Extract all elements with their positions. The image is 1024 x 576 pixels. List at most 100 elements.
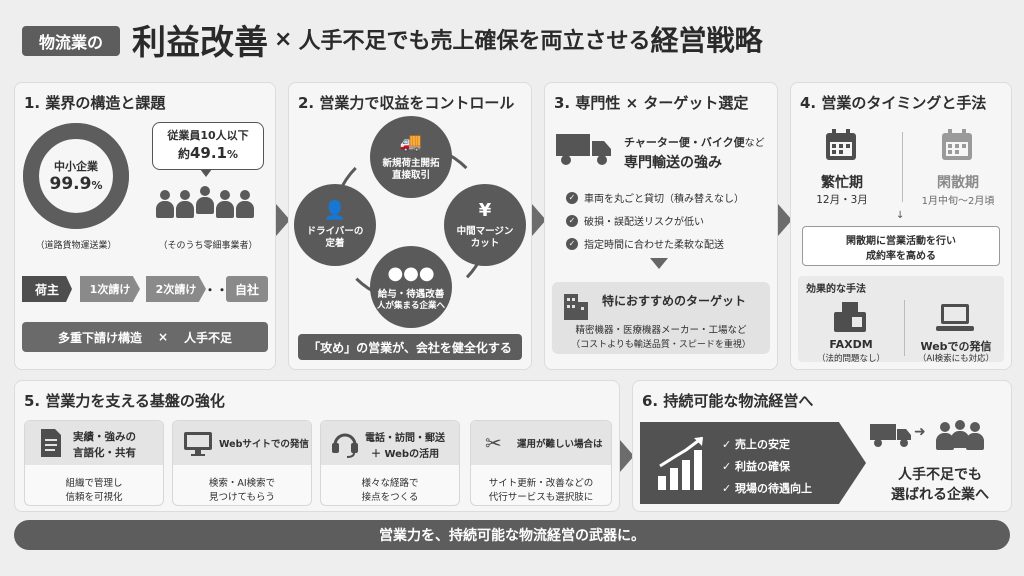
card2-body-line1: 検索・AI検索で bbox=[208, 478, 276, 489]
chain-item-5: 自社 bbox=[226, 276, 268, 302]
lead-line1-b: など bbox=[744, 138, 765, 149]
bubble-unit: % bbox=[227, 148, 239, 161]
section1-bottom-bar: 多重下請け構造 × 人手不足 bbox=[22, 322, 268, 352]
methods-box bbox=[798, 276, 1004, 362]
section1-title: 1. 業界の構造と課題 bbox=[24, 94, 166, 112]
footer-text: 営業力を、持続可能な物流経営の武器に。 bbox=[379, 528, 645, 544]
node-bottom-line1: 給与・待遇改善 bbox=[377, 288, 445, 300]
donut-unit: % bbox=[91, 179, 103, 192]
busy-months: 12月・3月 bbox=[816, 194, 868, 206]
calendar-icon bbox=[942, 129, 972, 160]
target-line1: 精密機器・医療機器メーカー・工場など bbox=[575, 325, 747, 336]
chain-label-5: 自社 bbox=[234, 282, 259, 297]
check-icon: ✓ bbox=[722, 460, 736, 473]
card3-head-line1: 電話・訪問・郵送 bbox=[365, 433, 445, 444]
arrow-3-4 bbox=[778, 204, 792, 236]
foundation-card-2: Webサイトでの発信 検索・AI検索で 見つけてもらう bbox=[172, 420, 312, 506]
target-line2: （コストよりも輸送品質・スピードを重視） bbox=[571, 340, 751, 350]
driver-icon: 👤 bbox=[323, 200, 347, 222]
s6-check-3: ✓ 現場の待遇向上 bbox=[722, 480, 812, 496]
truck-icon bbox=[556, 134, 611, 165]
idle-note-box: 閑散期に営業活動を行い 成約率を高める bbox=[802, 226, 1000, 266]
card3-body-line1: 様々な経路で bbox=[361, 478, 419, 489]
lead-line1-a: チャーター便・バイク便 bbox=[624, 136, 745, 149]
monitor-icon bbox=[184, 432, 212, 456]
idle-label: 閑散期 bbox=[937, 175, 979, 191]
cycle-node-left: 👤 ドライバーの 定着 bbox=[294, 184, 376, 266]
speech-bubble: 従業員10人以下 約49.1% bbox=[152, 122, 264, 170]
s6-check-3-text: 現場の待遇向上 bbox=[735, 482, 813, 495]
chain-label-2: 1次請け bbox=[89, 283, 131, 296]
right-arrow-icon: ➜ bbox=[914, 424, 926, 440]
people-caption: （そのうち零細事業者） bbox=[158, 241, 258, 251]
card1-head-line2: 言語化・共有 bbox=[73, 447, 136, 459]
card1-body-line1: 組織で管理し bbox=[65, 478, 123, 489]
foundation-card-1: 実績・強みの 言語化・共有 組織で管理し 信頼を可視化 bbox=[24, 420, 164, 506]
title-times: × bbox=[274, 26, 293, 52]
growth-chart-icon bbox=[658, 436, 703, 490]
bottom-right-text: 人手不足 bbox=[184, 330, 233, 345]
arrow-1-2 bbox=[276, 204, 290, 236]
arrow-5-6 bbox=[620, 440, 634, 472]
card4-body-line1: サイト更新・改善などの bbox=[488, 478, 594, 489]
methods-title: 効果的な手法 bbox=[806, 284, 866, 295]
season-divider bbox=[902, 132, 903, 202]
bubble-tail bbox=[200, 169, 212, 177]
method2-label: Webでの発信 bbox=[920, 340, 992, 353]
calendar-icon bbox=[826, 129, 856, 160]
foundation-card-4: ✂ 運用が難しい場合は サイト更新・改善などの 代行サービスも選択肢に bbox=[470, 420, 612, 506]
section2-footer-text: 「攻め」の営業が、会社を健全化する bbox=[308, 340, 512, 355]
card2-head-line1: Webサイトでの発信 bbox=[219, 439, 309, 450]
lead-line1: チャーター便・バイク便など bbox=[624, 134, 765, 150]
donut-arc bbox=[23, 123, 129, 229]
card2-body-line2: 見つけてもらう bbox=[208, 492, 276, 503]
s6-check-1-text: 売上の安定 bbox=[735, 438, 791, 451]
card4-head-line1: 運用が難しい場合は bbox=[517, 439, 603, 450]
header-tag-text: 物流業の bbox=[38, 33, 103, 52]
section4-title: 4. 営業のタイミングと手法 bbox=[800, 94, 987, 112]
method1-label: FAXDM bbox=[829, 338, 873, 351]
bottom-left-text: 多重下請け構造 bbox=[57, 330, 142, 345]
chain-item-2: 1次請け bbox=[80, 276, 140, 302]
target-box bbox=[552, 282, 770, 354]
busy-label: 繁忙期 bbox=[821, 175, 863, 191]
donut-value: 99.9 bbox=[49, 174, 92, 194]
chain-label-3: 2次請け bbox=[155, 283, 197, 296]
card3-head-line2: ＋ Webの活用 bbox=[371, 449, 440, 460]
footer-banner: 営業力を、持続可能な物流経営の武器に。 bbox=[14, 520, 1010, 550]
arrow-2-3 bbox=[532, 204, 546, 236]
card4-body-line2: 代行サービスも選択肢に bbox=[488, 492, 594, 503]
page-title: 利益改善 × 人手不足でも売上確保を両立させる 経営戦略 bbox=[132, 16, 762, 63]
s3-check-3-text: 指定時間に合わせた柔軟な配送 bbox=[584, 240, 724, 251]
truck-icon bbox=[870, 424, 911, 447]
section2-title: 2. 営業力で収益をコントロール bbox=[298, 94, 515, 112]
section5-title: 5. 営業力を支える基盤の強化 bbox=[24, 392, 225, 410]
result-line1: 人手不足でも bbox=[898, 467, 982, 483]
down-triangle-icon bbox=[650, 258, 668, 269]
node-top-line1: 新規荷主開拓 bbox=[382, 157, 440, 169]
check-icon: ✓ bbox=[566, 191, 578, 204]
donut-center: 中小企業 99.9% bbox=[22, 158, 130, 194]
methods-divider bbox=[904, 300, 905, 356]
chain-item-1: 荷主 bbox=[22, 276, 72, 302]
s3-check-2-text: 破損・誤配送リスクが低い bbox=[584, 217, 704, 228]
bottom-times: × bbox=[157, 330, 169, 344]
s6-check-2-text: 利益の確保 bbox=[735, 460, 791, 473]
people-icon: ●●● bbox=[387, 263, 435, 285]
s3-check-1: ✓車両を丸ごと貸切（積み替えなし） bbox=[566, 190, 744, 205]
foundation-card-3: 電話・訪問・郵送 ＋ Webの活用 様々な経路で 接点をつくる bbox=[320, 420, 460, 506]
method1-sub: （法的問題なし） bbox=[816, 354, 885, 364]
donut-caption: （道路貨物運送業） bbox=[35, 241, 117, 251]
down-arrow-icon: ↓ bbox=[896, 210, 905, 221]
section3-title: 3. 専門性 × ターゲット選定 bbox=[554, 94, 749, 112]
card1-head-line1: 実績・強みの bbox=[73, 431, 136, 443]
target-title: 特におすすめのターゲット bbox=[602, 294, 747, 308]
laptop-icon bbox=[936, 304, 974, 331]
cycle-node-right: ¥ 中間マージン カット bbox=[444, 184, 526, 266]
card1-body-line2: 信頼を可視化 bbox=[65, 492, 123, 503]
section6-chevron bbox=[640, 422, 866, 504]
donut-chart bbox=[23, 123, 129, 229]
tools-icon: ✂ bbox=[485, 431, 502, 455]
cycle-node-top: 🚚 新規荷主開拓 直接取引 bbox=[370, 116, 452, 198]
node-left-line2: 定着 bbox=[325, 238, 345, 250]
